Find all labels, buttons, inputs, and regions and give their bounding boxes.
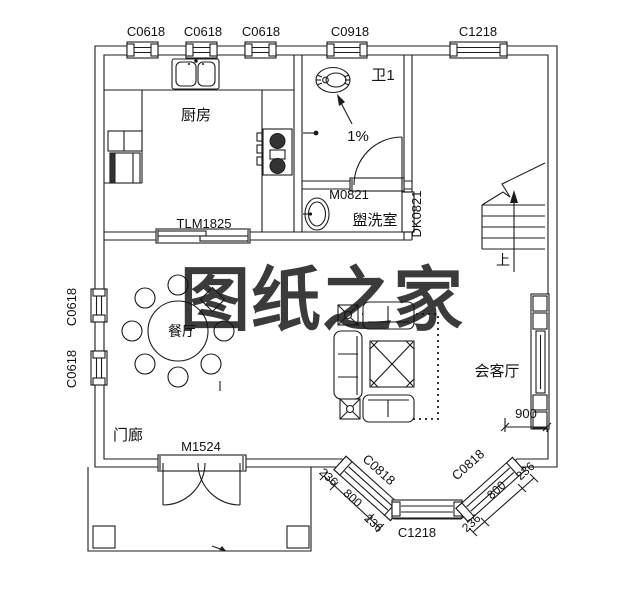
bay-window-right (455, 456, 526, 523)
window-label: C0618 (64, 350, 79, 388)
door-label: M1524 (181, 439, 221, 454)
kitchen-sliding-door (155, 228, 251, 244)
living-window-east (530, 293, 550, 430)
side-table-plant (339, 398, 361, 420)
bay-window-bottom (391, 499, 463, 519)
dining-chair (167, 274, 189, 296)
entry-door (157, 454, 247, 506)
washbasin (303, 197, 330, 231)
window-label: C1218 (398, 525, 436, 540)
room-label-kitchen: 厨房 (181, 107, 211, 124)
squat-toilet (315, 66, 351, 94)
room-label-dining: 餐厅 (168, 323, 196, 339)
dining-chair (121, 320, 143, 342)
window-left-2 (90, 350, 108, 386)
coffee-table (369, 340, 415, 388)
room-label-porch: 门廊 (113, 427, 143, 444)
window-label: C0618 (242, 24, 280, 39)
porch-column-left (92, 525, 116, 549)
window-top-3 (244, 41, 277, 59)
window-label: C0918 (331, 24, 369, 39)
slope-note: 1% (347, 128, 369, 145)
opening-label: DK0821 (409, 191, 424, 238)
bath-door (349, 136, 405, 192)
window-top-2 (185, 41, 218, 59)
dining-chair (200, 353, 222, 375)
dining-chair (134, 353, 156, 375)
dining-chair (213, 320, 235, 342)
dining-chair (199, 286, 226, 313)
porch-column-right (286, 525, 310, 549)
room-label-washroom: 盥洗室 (352, 212, 397, 229)
sofa-left (333, 330, 363, 400)
room-label-living: 会客厅 (474, 363, 519, 380)
door-label: TLM1825 (177, 216, 232, 231)
dimension-lines (319, 418, 552, 537)
dining-chair (167, 366, 189, 388)
slope-arrow (337, 94, 353, 125)
window-label: C0618 (184, 24, 222, 39)
dining-chair (134, 287, 156, 309)
dining-table (121, 274, 235, 391)
bay-window-left (333, 455, 404, 522)
side-table-plant (337, 304, 359, 326)
sofa-group (333, 301, 439, 423)
window-label: C0618 (64, 288, 79, 326)
window-top-5 (449, 41, 508, 59)
window-top-4 (326, 41, 368, 59)
stove (256, 128, 293, 176)
window-label: C0818 (449, 446, 488, 483)
window-left-1 (90, 288, 108, 323)
watermark-text: 图纸之家 (180, 262, 464, 340)
shower-head (303, 130, 319, 136)
window-label: C0618 (127, 24, 165, 39)
window-top-1 (126, 41, 159, 59)
kitchen-cabinet (107, 130, 143, 152)
kitchen-sink (171, 58, 220, 90)
refrigerator (109, 152, 141, 184)
porch-outline (87, 467, 312, 552)
dim-text: 900 (515, 406, 537, 421)
stairs-up-label: 上 (496, 252, 510, 268)
washroom-opening (401, 191, 415, 233)
stairs (481, 162, 546, 272)
door-label: M0821 (329, 187, 369, 202)
room-label-bath: 卫1 (371, 67, 394, 84)
window-label: C1218 (459, 24, 497, 39)
